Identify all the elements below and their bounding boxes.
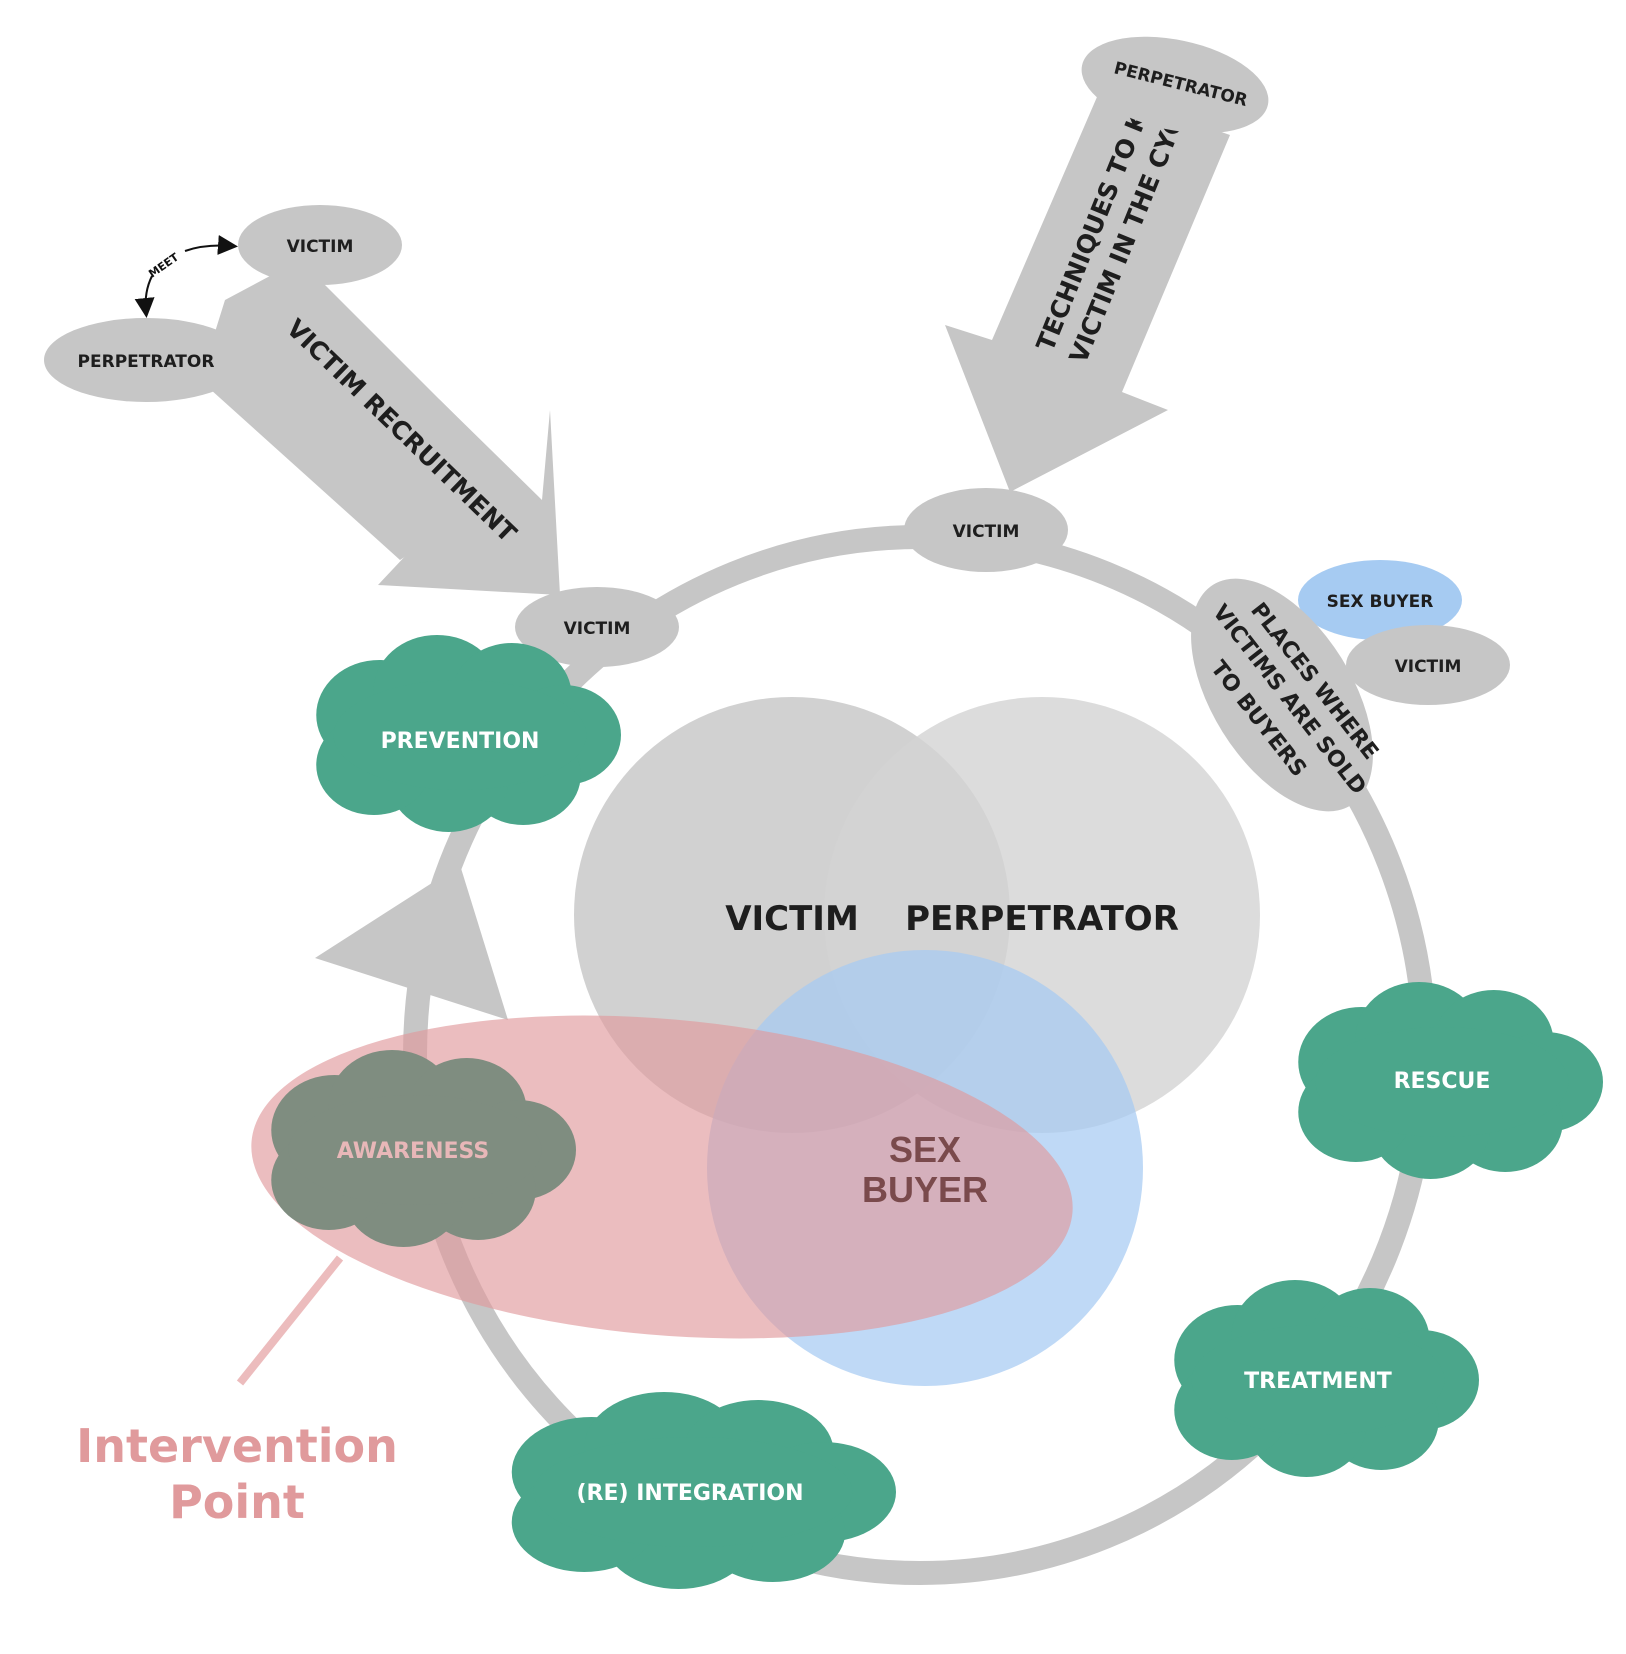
prevention-label: PREVENTION <box>381 729 540 754</box>
reintegration-label: (RE) INTEGRATION <box>577 1481 804 1506</box>
meet-arrow-down-icon <box>134 275 155 318</box>
cycle-victim-right-node <box>1346 625 1510 705</box>
recruitment-victim-node <box>238 205 402 285</box>
recruitment-perpetrator-node <box>44 318 248 402</box>
cycle-up-arrow <box>315 865 508 1020</box>
cycle-victim-left-label: VICTIM <box>564 619 631 639</box>
treatment-label: TREATMENT <box>1244 1369 1392 1394</box>
cycle-victim-top-label: VICTIM <box>953 522 1020 542</box>
awareness-label: AWARENESS <box>337 1139 489 1164</box>
cycle-victim-right-label: VICTIM <box>1395 657 1462 677</box>
cycle-victim-left-node <box>515 587 679 667</box>
recruitment-victim-label: VICTIM <box>287 237 354 257</box>
sex-buyer-small-label: SEX BUYER <box>1327 592 1434 612</box>
venn-sex-buyer-line2: BUYER <box>862 1169 988 1210</box>
meet-arrow-icon <box>184 234 238 255</box>
intervention-pointer-line <box>236 1255 344 1386</box>
venn-sex-buyer-line1: SEX <box>889 1129 961 1170</box>
rescue-label: RESCUE <box>1394 1069 1491 1094</box>
cycle-victim-top-node <box>904 488 1068 572</box>
techniques-perpetrator-node <box>1081 36 1269 134</box>
intervention-label-line2: Point <box>169 1475 305 1529</box>
recruitment-perpetrator-label: PERPETRATOR <box>78 352 215 372</box>
sex-buyer-small-node <box>1298 560 1462 640</box>
venn-victim-label: VICTIM <box>725 899 859 939</box>
victim-recruitment-arrow: VICTIM RECRUITMENT <box>200 260 560 595</box>
places-sold-node <box>1191 578 1373 812</box>
intervention-label-line1: Intervention <box>76 1419 398 1473</box>
meet-label: MEET <box>146 250 181 280</box>
venn-perpetrator-label: PERPETRATOR <box>905 899 1179 939</box>
